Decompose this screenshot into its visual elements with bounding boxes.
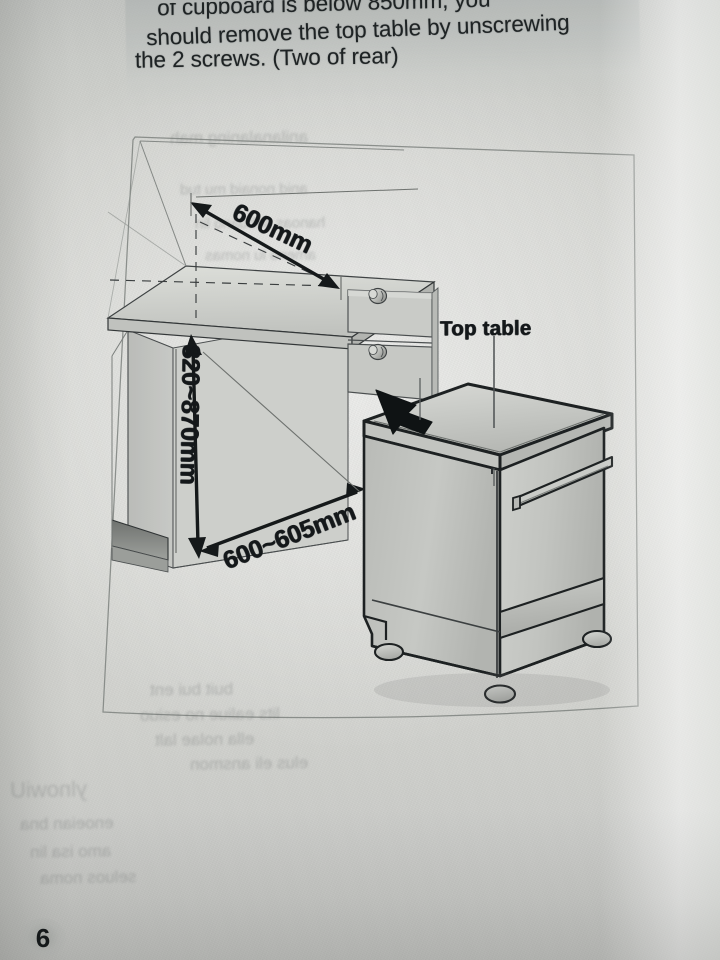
top-table-label: Top table (439, 316, 532, 341)
dimension-label-height: 820~870mm (174, 344, 205, 485)
instruction-text: of cupboard is below 850mm, you should r… (135, 0, 651, 77)
page-number: 6 (20, 918, 66, 958)
